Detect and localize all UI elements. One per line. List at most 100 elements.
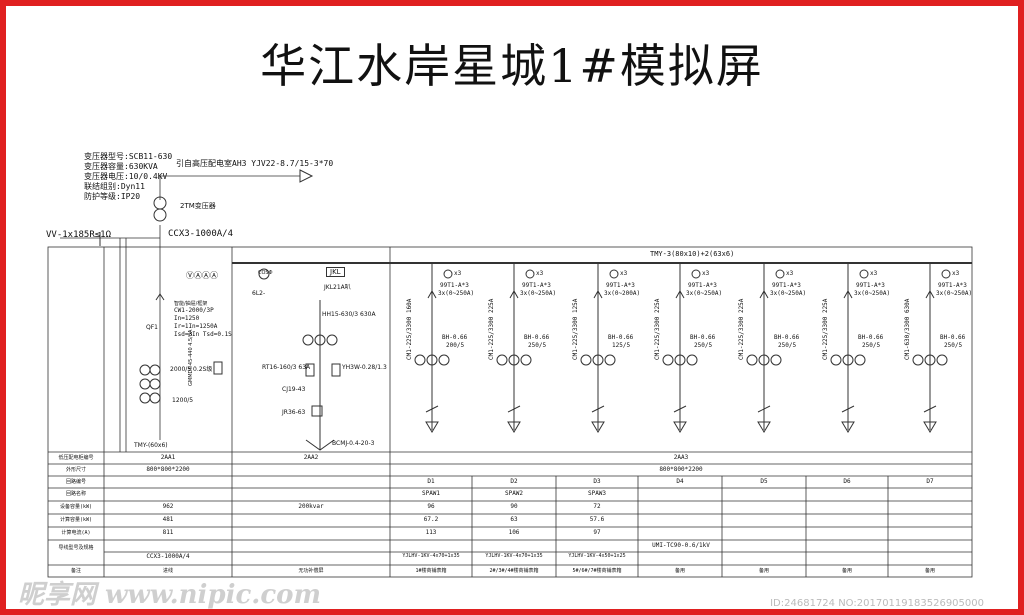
breaker-icon [593,289,603,299]
cable: YJLHV-1KV-4x50+1x25 [568,553,626,559]
row-label: 计算电流(A) [61,530,91,536]
rcd-model: BH-0.66 [690,334,716,341]
cab2-gl: 6L2- [252,290,266,297]
load-arrow-icon [425,421,439,433]
cab1-tmy: TMY-(60x6) [134,442,168,449]
meter-icon [609,269,619,279]
install-kw: 200kvar [298,503,324,510]
rcd-model: BH-0.66 [524,334,550,341]
ct-icon [414,354,426,366]
ct-model: 99T1-A*3 [440,282,469,289]
circuit-name: SPAW3 [587,490,607,497]
ct-icon [520,354,532,366]
switch-icon [507,405,521,413]
cab2-reactor: JR36-63 [282,409,306,416]
ct-icon [592,354,604,366]
meter-icon [525,269,535,279]
ct-icon [924,354,936,366]
breaker-model: CM1-225/3300 125A [572,298,579,360]
remark: 5#/6#/7#楼商铺表箱 [572,568,622,574]
x3-label: x3 [536,270,544,277]
busbar-label: TMY-3(80x10)+2(63x6) [650,250,735,258]
switch-icon [841,405,855,413]
ct-model: 99T1-A*3 [522,282,551,289]
ct-range: 3x(0~250A) [520,290,557,297]
transformer-info: 变压器型号:SCB11-630 变压器容量:630KVA 变压器电压:10/0.… [84,152,172,202]
load-arrow-icon [757,421,771,433]
rcd-model: BH-0.66 [858,334,884,341]
cab2-meter: COSΦ [258,270,273,276]
cab-id: 2AA1 [160,454,176,461]
cable: YJLHV-1KV-4x70+1x35 [485,553,543,559]
cab2-capacitor: BCMJ-0.4-20-3 [332,440,375,447]
ct-icon [580,354,592,366]
breaker-icon [925,289,935,299]
meter-icon [941,269,951,279]
cab1-meters: ⓋⒶⒶⒶ [186,271,218,280]
switch-icon [591,405,605,413]
watermark: 昵享网 www.nipic.com [18,580,322,610]
arrow-icon [299,169,314,183]
row-label: 外形尺寸 [65,467,86,473]
breaker-icon [675,289,685,299]
ct-icon [830,354,842,366]
circuit-name: SPAW1 [421,490,441,497]
ct-range: 3x(0~250A) [686,290,723,297]
ct-ratio: 250/5 [862,342,881,349]
cab2-arrester: YH3W-0.28/1.3 [342,364,387,371]
reactor-icon [311,405,323,417]
switch-icon [673,405,687,413]
switch-icon [757,405,771,413]
row-label: 计算容量(kW) [59,517,93,523]
install-kw: 962 [162,503,174,510]
ct-icon [508,354,520,366]
incoming-label: 引自高压配电室AH3 YJV22-8.7/15-3*70 [176,159,334,168]
breaker-icon [759,289,769,299]
circuit-id: D7 [926,478,934,485]
ct-icon [770,354,782,366]
ct-icon [139,378,151,390]
cab-size: 800*800*2200 [146,466,190,473]
load-arrow-icon [673,421,687,433]
rcd-model: BH-0.66 [608,334,634,341]
x3-label: x3 [620,270,628,277]
ct-icon [326,334,338,346]
circuit-id: D6 [843,478,851,485]
ct-ratio: 250/5 [944,342,963,349]
ct-icon [854,354,866,366]
cab-id: 2AA2 [303,454,319,461]
circuit-name: SPAW2 [504,490,524,497]
spd-icon [213,361,223,375]
row-label: 备注 [70,568,81,574]
ct-icon [139,392,151,404]
cab2-jkl-model: JKL21A叭 [324,284,351,291]
cab2-jkl: JKL [326,267,345,277]
ct-icon [842,354,854,366]
ct-ratio: 250/5 [528,342,547,349]
cab2-switch: HH15-630/3 630A [322,311,376,318]
calc-a: 97 [593,529,601,536]
meter-icon [859,269,869,279]
remark: 备用 [924,568,935,574]
cab2-fuse: RT16-160/3 63A [262,364,311,371]
load-arrow-icon [841,421,855,433]
rcd-model: BH-0.66 [774,334,800,341]
ct-icon [149,392,161,404]
rcd-model: BH-0.66 [442,334,468,341]
x3-label: x3 [702,270,710,277]
switch-icon [425,405,439,413]
ct-icon [426,354,438,366]
info-line: 变压器型号:SCB11-630 [84,152,173,161]
ct-model: 99T1-A*3 [938,282,967,289]
breaker-icon [843,289,853,299]
ct-ratio: 250/5 [694,342,713,349]
calc-a: 113 [425,529,437,536]
breaker-model: CM1-225/3300 225A [488,298,495,360]
breaker-icon [427,289,437,299]
calc-kw: 67.2 [423,516,439,523]
ct-range: 3x(0~250A) [770,290,807,297]
bus-duct-label: CCX3-1000A/4 [168,229,234,239]
remark: 2#/3#/4#楼商铺表箱 [489,568,539,574]
